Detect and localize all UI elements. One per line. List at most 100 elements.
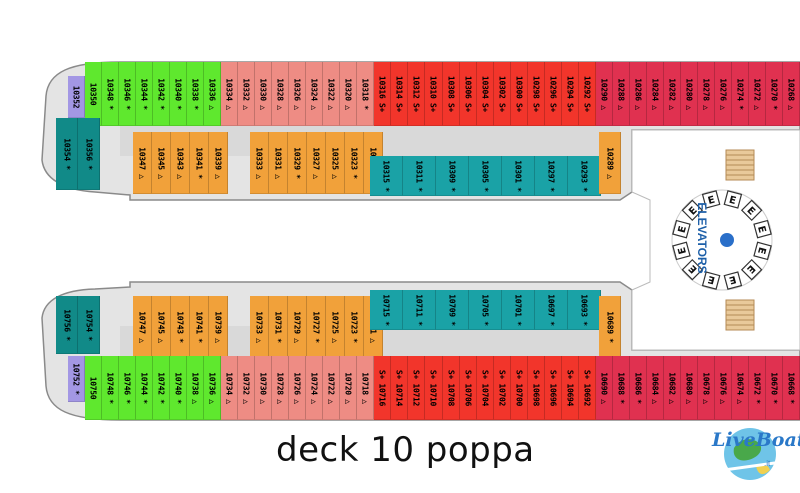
cabin[interactable]: 10315 *	[370, 156, 403, 196]
cabin[interactable]: 10294 S+	[561, 62, 579, 126]
cabin[interactable]: 10748 *	[102, 356, 120, 420]
cabin[interactable]: 10328 △	[272, 62, 290, 126]
cabin[interactable]: 10322 △	[323, 62, 341, 126]
cabin[interactable]: 10715 *	[370, 290, 403, 330]
cabin[interactable]: 10312 S+	[408, 62, 426, 126]
cabin[interactable]: 10744 *	[136, 356, 154, 420]
cabin[interactable]: 10327 △	[307, 132, 326, 194]
cabin[interactable]: 10705 *	[469, 290, 502, 330]
cabin[interactable]: 10297 *	[535, 156, 568, 196]
cabin[interactable]: 10326 △	[289, 62, 307, 126]
cabin[interactable]: 10276 △	[714, 62, 732, 126]
cabin[interactable]: 10348 *	[102, 62, 120, 126]
cabin[interactable]: 10284 △	[646, 62, 664, 126]
cabin[interactable]: 10306 S+	[459, 62, 477, 126]
cabin[interactable]: 10680 △	[680, 356, 698, 420]
cabin[interactable]: 10301 *	[502, 156, 535, 196]
cabin[interactable]: 10345 △	[152, 132, 171, 194]
cabin[interactable]: S+ 10694	[561, 356, 579, 420]
cabin[interactable]: 10718 △	[357, 356, 375, 420]
cabin[interactable]: 10292 S+	[578, 62, 596, 126]
cabin[interactable]: 10298 S+	[527, 62, 545, 126]
cabin[interactable]: 10690 △	[595, 356, 613, 420]
cabin[interactable]: 10318 *	[357, 62, 375, 126]
cabin[interactable]: 10728 △	[272, 356, 290, 420]
cabin[interactable]: 10347 △	[133, 132, 152, 194]
cabin[interactable]: 10282 △	[663, 62, 681, 126]
cabin[interactable]: 10288 △	[612, 62, 630, 126]
cabin[interactable]: 10676 △	[714, 356, 732, 420]
cabin[interactable]: S+ 10700	[510, 356, 528, 420]
cabin[interactable]: 10302 S+	[493, 62, 511, 126]
cabin[interactable]: S+ 10708	[442, 356, 460, 420]
cabin[interactable]: 10740 *	[170, 356, 188, 420]
cabin[interactable]: 10296 S+	[544, 62, 562, 126]
cabin[interactable]: 10310 S+	[425, 62, 443, 126]
cabin[interactable]: 10738 △	[187, 356, 205, 420]
cabin[interactable]: 10722 △	[323, 356, 341, 420]
cabin[interactable]: S+ 10716	[374, 356, 392, 420]
cabin[interactable]: S+ 10712	[408, 356, 426, 420]
cabin[interactable]: 10308 S+	[442, 62, 460, 126]
cabin[interactable]: 10286 △	[629, 62, 647, 126]
cabin[interactable]: 10709 *	[436, 290, 469, 330]
cabin[interactable]: 10278 △	[697, 62, 715, 126]
cabin[interactable]: 10742 *	[153, 356, 171, 420]
cabin[interactable]: 10340 *	[170, 62, 188, 126]
cabin[interactable]: 10320 △	[340, 62, 358, 126]
cabin[interactable]: 10754 *	[78, 296, 100, 354]
cabin[interactable]: 10724 △	[306, 356, 324, 420]
cabin[interactable]: 10736 △	[204, 356, 222, 420]
cabin[interactable]: 10305 *	[469, 156, 502, 196]
cabin[interactable]: 10268 △	[782, 62, 800, 126]
cabin[interactable]: S+ 10714	[391, 356, 409, 420]
cabin[interactable]: 10270 *	[765, 62, 783, 126]
cabin[interactable]: 10726 △	[289, 356, 307, 420]
cabin[interactable]: 10329 *	[288, 132, 307, 194]
cabin[interactable]: 10333 △	[250, 132, 269, 194]
cabin[interactable]: 10316 S+	[374, 62, 392, 126]
cabin[interactable]: 10332 △	[238, 62, 256, 126]
cabin[interactable]: 10300 S+	[510, 62, 528, 126]
cabin[interactable]: 10697 *	[535, 290, 568, 330]
cabin[interactable]: 10672 *	[748, 356, 766, 420]
cabin[interactable]: S+ 10696	[544, 356, 562, 420]
cabin[interactable]: S+ 10706	[459, 356, 477, 420]
cabin[interactable]: 10311 *	[403, 156, 436, 196]
cabin[interactable]: 10314 S+	[391, 62, 409, 126]
cabin[interactable]: 10280 △	[680, 62, 698, 126]
cabin[interactable]: 10293 *	[568, 156, 601, 196]
cabin[interactable]: 10356 *	[78, 118, 100, 190]
cabin[interactable]: 10750	[85, 356, 103, 420]
cabin[interactable]: 10342 *	[153, 62, 171, 126]
cabin[interactable]: 10290 △	[595, 62, 613, 126]
cabin[interactable]: 10346 *	[119, 62, 137, 126]
cabin[interactable]: 10354 *	[56, 118, 78, 190]
cabin[interactable]: 10323 *	[345, 132, 364, 194]
cabin[interactable]: S+ 10704	[476, 356, 494, 420]
cabin[interactable]: 10711 *	[403, 290, 436, 330]
cabin[interactable]: S+ 10710	[425, 356, 443, 420]
cabin[interactable]: 10732 △	[238, 356, 256, 420]
cabin[interactable]: 10331 △	[269, 132, 288, 194]
cabin[interactable]: 10330 △	[255, 62, 273, 126]
cabin[interactable]: 10304 S+	[476, 62, 494, 126]
cabin[interactable]: 10746 *	[119, 356, 137, 420]
cabin[interactable]: 10701 *	[502, 290, 535, 330]
cabin[interactable]: 10734 △	[221, 356, 239, 420]
cabin[interactable]: 10684 △	[646, 356, 664, 420]
cabin[interactable]: 10678 △	[697, 356, 715, 420]
cabin[interactable]: S+ 10692	[578, 356, 596, 420]
cabin[interactable]: 10688 *	[612, 356, 630, 420]
cabin[interactable]: 10670 *	[765, 356, 783, 420]
cabin[interactable]: 10352	[68, 76, 86, 118]
cabin[interactable]: 10338 *	[187, 62, 205, 126]
cabin[interactable]: 10341 *	[190, 132, 209, 194]
cabin[interactable]: 10668 *	[782, 356, 800, 420]
cabin[interactable]: 10325 △	[326, 132, 345, 194]
cabin[interactable]: 10274 *	[731, 62, 749, 126]
cabin[interactable]: 10720 △	[340, 356, 358, 420]
cabin[interactable]: S+ 10698	[527, 356, 545, 420]
cabin[interactable]: 10686 *	[629, 356, 647, 420]
cabin[interactable]: 10309 *	[436, 156, 469, 196]
